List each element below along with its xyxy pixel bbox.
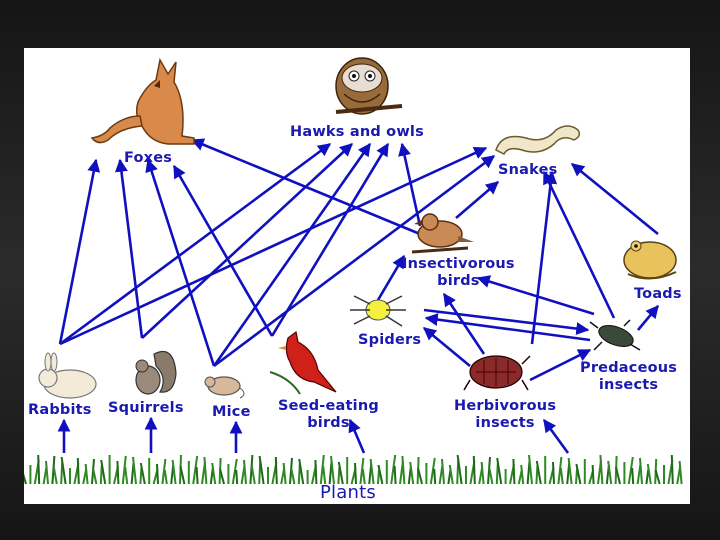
arrow-rabbits-to-snakes: [60, 148, 486, 344]
node-snakes: Snakes: [498, 162, 557, 179]
squirrel-icon: [136, 352, 176, 395]
node-mice: Mice: [212, 404, 251, 421]
fox-icon: [92, 60, 194, 144]
cardinal-icon: [270, 332, 336, 394]
arrow-mice-to-foxes: [148, 160, 214, 366]
grass-icon: [24, 455, 682, 484]
predaceous-insect-icon: [590, 320, 640, 351]
mouse-icon: [205, 377, 244, 398]
beetle-icon: [464, 356, 530, 390]
spider-icon: [350, 296, 406, 326]
node-insectivorous-birds: Insectivorous birds: [402, 256, 515, 290]
arrow-predaceous-insects-to-toads: [638, 306, 658, 330]
node-squirrels: Squirrels: [108, 400, 184, 417]
node-predaceous-insects: Predaceous insects: [580, 360, 677, 394]
slide: Foxes Hawks and owls Snakes Insectivorou…: [24, 48, 690, 504]
arrow-predaceous-insects-to-snakes: [544, 172, 614, 318]
bird-icon: [412, 214, 474, 252]
node-seed-eating-birds: Seed-eating birds: [278, 398, 379, 432]
owl-icon: [336, 58, 402, 114]
node-hawks-and-owls: Hawks and owls: [290, 124, 424, 141]
arrow-toads-to-snakes: [572, 164, 658, 234]
arrow-herbivorous-insects-to-spiders: [424, 328, 470, 366]
food-web-diagram: [24, 48, 690, 504]
node-spiders: Spiders: [358, 332, 421, 349]
node-foxes: Foxes: [124, 150, 172, 167]
arrow-spiders-to-insectivorous-birds: [378, 256, 404, 300]
arrow-rabbits-to-hawks-owls: [60, 144, 330, 344]
rabbit-icon: [39, 353, 96, 398]
arrow-herbivorous-insects-to-snakes: [532, 172, 552, 344]
arrow-rabbits-to-foxes: [60, 160, 96, 344]
arrow-seed-eating-birds-to-foxes: [174, 166, 272, 336]
arrow-mice-to-hawks-owls: [214, 144, 370, 366]
node-rabbits: Rabbits: [28, 402, 92, 419]
arrow-insectivorous-birds-to-snakes: [456, 182, 498, 218]
toad-icon: [624, 241, 676, 279]
node-toads: Toads: [634, 286, 682, 303]
node-herbivorous-insects: Herbivorous insects: [454, 398, 556, 432]
node-plants: Plants: [320, 484, 376, 501]
snake-icon: [496, 126, 579, 154]
